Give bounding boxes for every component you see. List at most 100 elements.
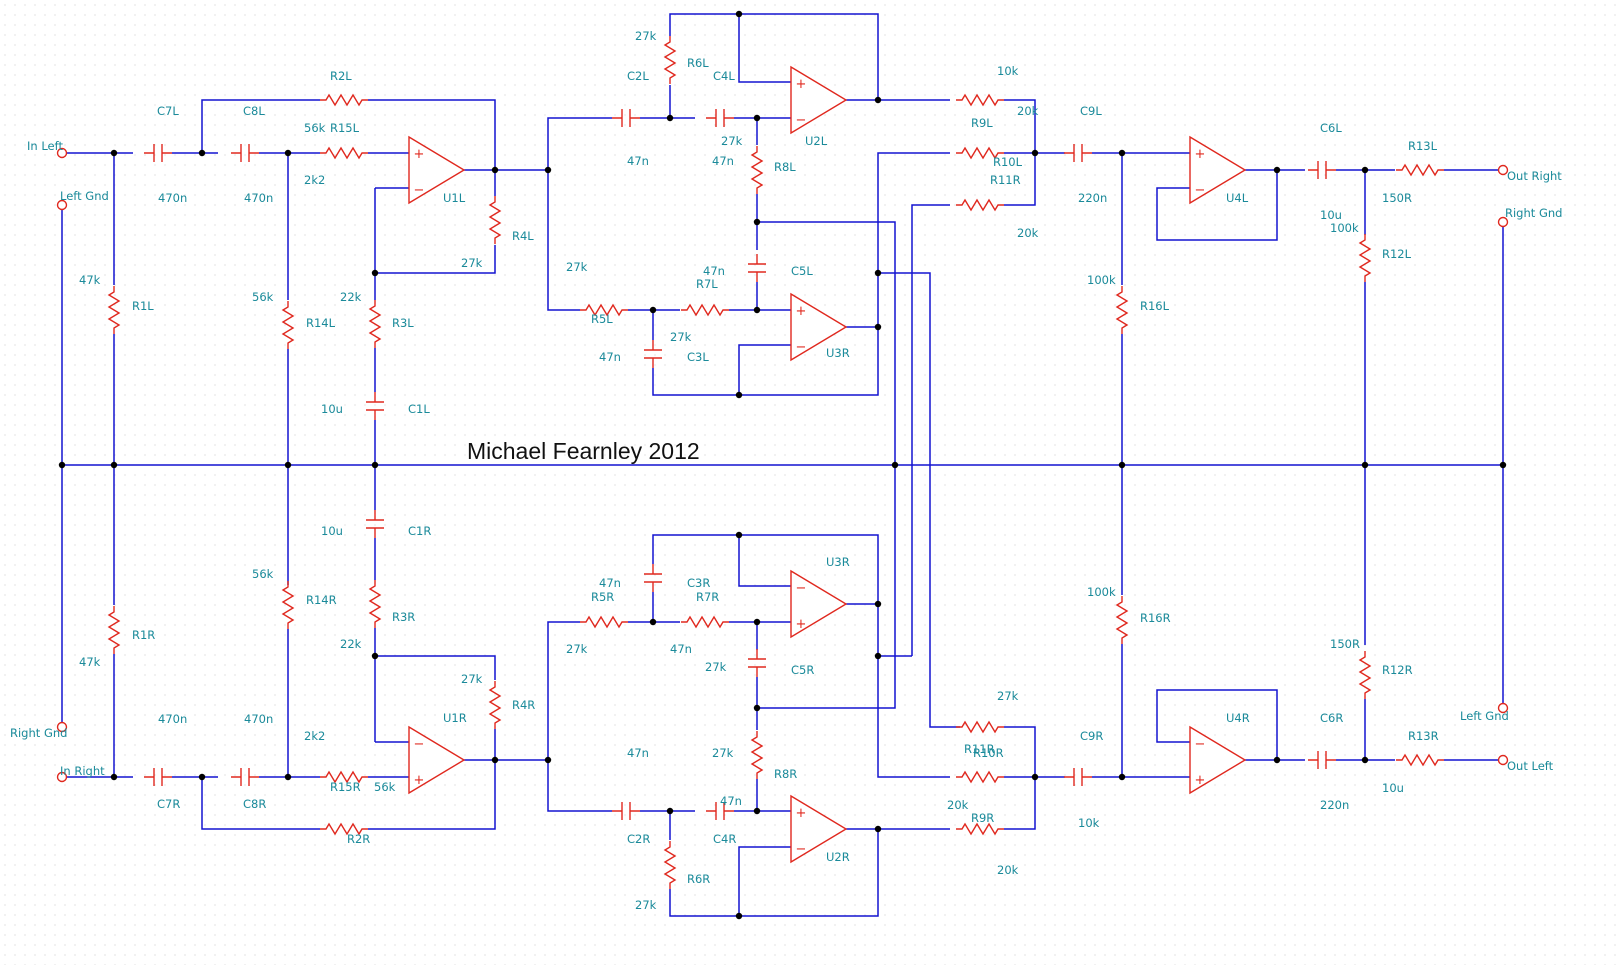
resistor [681,303,729,317]
junction-dot [753,807,761,815]
connector-pin [1497,216,1509,228]
junction-dot [198,149,206,157]
title-text: Michael Fearnley 2012 [467,438,700,464]
resistor [368,580,382,628]
junction-dot [371,461,379,469]
junction-dot [874,323,882,331]
part-label: R16L [1140,299,1170,313]
resistor [956,146,1004,160]
op-amp [790,794,848,864]
part-label: C9R [1080,729,1103,743]
resistor [580,303,628,317]
junction-dot [753,218,761,226]
part-label: C2R [627,832,650,846]
part-label: R9R [971,811,994,825]
port-label: In Right [60,764,105,778]
part-label: C1L [408,402,430,416]
capacitor [644,340,662,368]
part-label: U2R [826,850,850,864]
op-amp-sign: + [414,147,425,162]
part-label: R16R [1140,611,1171,625]
wire [547,170,580,311]
value-label: 100k [1330,221,1359,235]
junction-dot [735,10,743,18]
connector-pin [56,721,68,733]
value-label: 47n [720,794,742,808]
capacitor [1064,768,1092,786]
resistor [320,146,368,160]
wire [652,534,879,604]
op-amp [790,65,848,135]
port-label: Left Gnd [60,189,109,203]
wire [911,204,950,656]
part-label: C6L [1320,121,1342,135]
part-label: R10L [993,155,1023,169]
wire [738,846,791,916]
value-label: 470n [158,712,187,726]
junction-dot [735,912,743,920]
part-label: R7R [696,590,719,604]
part-label: R6R [687,872,710,886]
part-label: R8R [774,767,797,781]
part-label: R5L [591,312,613,326]
junction-dot [198,773,206,781]
value-label: 470n [244,712,273,726]
junction-dot [544,756,552,764]
junction-dot [491,756,499,764]
junction-dot [1361,756,1369,764]
op-amp-sign: − [796,842,807,857]
connector-pin [56,199,68,211]
value-label: 150R [1382,191,1412,205]
wire [1004,726,1036,777]
junction-dot [1273,166,1281,174]
resistor [1115,596,1129,644]
part-label: C7R [157,797,180,811]
junction-dot [666,807,674,815]
resistor [1396,163,1444,177]
resistor [956,93,1004,107]
op-amp-sign: + [414,773,425,788]
junction-dot [1273,756,1281,764]
junction-dot [874,600,882,608]
capacitor [1308,751,1336,769]
part-label: C4L [713,69,735,83]
value-label: 56k [374,780,396,794]
part-label: R5R [591,590,614,604]
op-amp-sign: + [796,77,807,92]
op-amp-sign: − [796,113,807,128]
junction-dot [110,461,118,469]
value-label: 27k [721,134,743,148]
junction-dot [874,825,882,833]
junction-dot [58,461,66,469]
wire [652,273,879,396]
wire [201,777,320,830]
capacitor [612,802,640,820]
value-label: 20k [1017,104,1039,118]
value-label: 47n [599,576,621,590]
junction-dot [1031,773,1039,781]
value-label: 10k [997,64,1019,78]
part-label: R9L [971,116,993,130]
part-label: U1L [443,191,466,205]
resistor [368,300,382,348]
connector-pin [1497,164,1509,176]
junction-dot [753,618,761,626]
part-label: U3R [826,555,850,569]
junction-dot [891,461,899,469]
value-label: 56k [304,121,326,135]
resistor [488,196,502,244]
resistor [956,720,1004,734]
value-label: 27k [461,256,483,270]
wire [669,13,879,100]
value-label: 20k [997,863,1019,877]
op-amp-sign: + [1195,147,1206,162]
part-label: R3L [392,316,414,330]
part-label: R1L [132,299,154,313]
value-label: 100k [1087,273,1116,287]
value-label: 10u [1320,208,1342,222]
connector-pin [56,147,68,159]
value-label: 470n [244,191,273,205]
op-amp-sign: − [1195,183,1206,198]
op-amp-sign: + [796,806,807,821]
